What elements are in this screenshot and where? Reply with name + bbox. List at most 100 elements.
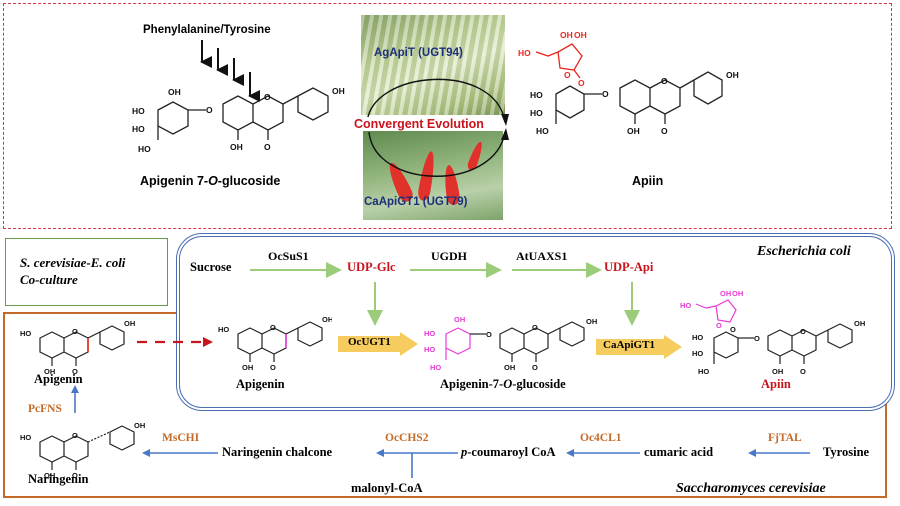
atom-oh: OH [322,315,332,324]
apigenin-ecoli-label: Apigenin [236,377,285,391]
atom-o: O [72,327,78,336]
enzyme-ocsus1: OcSuS1 [268,249,309,263]
atom-o: O [206,105,213,115]
naringenin-label: Naringenin [28,472,89,486]
atom-oh: OH [627,126,640,136]
atom-oh: OH [560,30,573,40]
atom-ho: HO [132,106,145,116]
atom-oh: OH [332,86,345,96]
atom-o: O [72,431,78,440]
atom-o: O [532,363,538,372]
atom-o: O [661,76,668,86]
enzyme-pcfns: PcFNS [28,403,62,415]
naringenin-structure: HO O OH O OH [20,421,145,480]
atom-oh: OH [726,70,739,80]
enzyme-oc4cl1: Oc4CL1 [580,432,622,444]
apigenin-structure-ecoli: HO O OH O OH [218,315,332,372]
convergent-evolution-label: Convergent Evolution [352,117,486,131]
atom-oh: OH [134,421,145,430]
enzyme-ugdh: UGDH [431,249,467,263]
atom-ho: HO [692,349,703,358]
naringenin-chalcone-label: Naringenin chalcone [222,445,333,459]
enzyme-caapigt1: CaApiGT1 (UGT79) [364,196,468,208]
atom-oh: OH [44,471,55,480]
atom-ho: HO [20,329,31,338]
atom-o: O [486,330,492,339]
atom-o: O [754,334,760,343]
atom-ho: HO [536,126,549,136]
atom-o: O [532,323,538,332]
celery-photo [361,15,505,115]
yeast-organism-label: Saccharomyces cerevisiae [676,481,826,496]
atom-oh: OH [242,363,253,372]
atom-oh: OH [720,289,731,298]
atom-oh: OH [732,289,743,298]
transfer-arrow-dashed [137,337,213,347]
atom-oh: OH [854,319,865,328]
atom-o: O [270,323,276,332]
left-compound-label: Apigenin 7-O-glucoside [140,174,281,188]
cumaric-acid-label: cumaric acid [644,445,714,459]
ecoli-organism-label: Escherichia coli [757,244,851,259]
enzyme-ocugt1: OcUGT1 [348,336,391,348]
enzyme-mschi: MsCHI [162,432,200,444]
arrow-naringenin-to-apigenin [71,385,79,413]
multi-step-arrows [200,40,260,102]
enzyme-occhs2: OcCHS2 [385,432,429,444]
malonyl-coa-label: malonyl-CoA [351,481,423,495]
atom-ho: HO [430,363,441,372]
enzyme-atuaxs1: AtUAXS1 [516,249,568,263]
atom-o: O [800,367,806,376]
atom-ho: HO [424,329,435,338]
precursor-label: Phenylalanine/Tyrosine [143,24,271,36]
atom-o: O [264,142,271,152]
atom-o: O [716,321,722,330]
atom-o: O [602,89,609,99]
atom-o: O [661,126,668,136]
apiin-ecoli-label: Apiin [761,377,791,391]
apigenin-yeast-label: Apigenin [34,372,83,386]
ocugt1-arrow [338,332,418,356]
apiin-structure-ecoli: HO OH OH O O HO HO HO O O OH O OH [680,289,865,376]
escherichia-coli-panel [176,233,895,411]
caapigt1-arrow [596,335,682,359]
coculture-line2: Co-culture [20,272,78,287]
atom-ho: HO [698,367,709,376]
atom-o: O [270,363,276,372]
atom-oh: OH [772,367,783,376]
coculture-label-box: S. cerevisiae-E. coli Co-culture [5,238,168,306]
evolution-cycle-arrows [366,78,509,177]
atom-oh: OH [168,87,181,97]
coumaroyl-coa-label: p-coumaroyl CoA [461,445,556,459]
atom-o: O [264,92,271,102]
enzyme-caapigt1-ecoli: CaApiGT1 [603,339,655,351]
atom-ho: HO [20,433,31,442]
atom-oh: OH [44,367,55,376]
top-panel-convergent-evolution [3,3,892,229]
right-compound-label: Apiin [632,174,664,188]
apigenin-7-o-glucoside-structure: OH HO HO HO O O OH O OH [132,86,345,154]
atom-oh: OH [124,319,135,328]
atom-o: O [730,325,736,334]
atom-o: O [578,78,585,88]
sucrose-label: Sucrose [190,260,232,274]
chili-pepper-photo [363,131,503,220]
atom-o: O [72,367,78,376]
atom-o: O [564,70,571,80]
atom-oh: OH [230,142,243,152]
enzyme-fjtal: FjTAL [768,432,802,444]
atom-ho: HO [692,333,703,342]
yeast-pathway-arrows [142,449,810,478]
udp-sugar-arrows [250,262,640,326]
intermediate-label: Apigenin-7-O-glucoside [440,377,566,391]
atom-oh: OH [574,30,587,40]
apigenin-7-o-glucoside-structure-ecoli: OH HO HO HO O O OH O OH [424,315,597,372]
atom-oh: OH [454,315,465,324]
atom-ho: HO [680,301,691,310]
atom-ho: HO [132,124,145,134]
tyrosine-label: Tyrosine [823,445,870,459]
udp-glc-label: UDP-Glc [347,260,396,274]
atom-o: O [72,471,78,480]
atom-ho: HO [424,345,435,354]
apigenin-structure-yeast: HO O OH O OH [20,319,135,376]
